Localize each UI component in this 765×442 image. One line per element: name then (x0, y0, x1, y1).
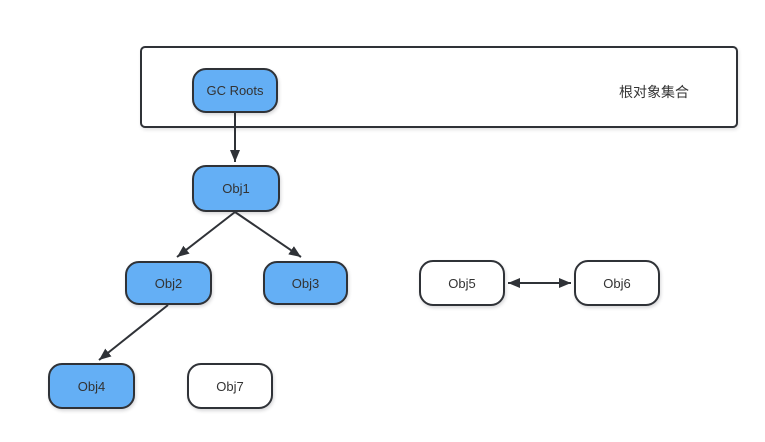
edge-obj1-to-obj3-arrow (234, 211, 302, 258)
node-obj6-label: Obj6 (603, 275, 631, 291)
node-obj5-label: Obj5 (448, 275, 476, 291)
node-gc-roots: GC Roots (192, 68, 278, 113)
node-obj7: Obj7 (187, 363, 273, 409)
node-obj3: Obj3 (263, 261, 348, 305)
node-obj5: Obj5 (419, 260, 505, 306)
edge-obj2-to-obj4-arrow (98, 304, 169, 361)
node-obj2-label: Obj2 (154, 275, 183, 291)
node-gc-roots-label: GC Roots (206, 83, 264, 98)
node-obj3-label: Obj3 (291, 275, 320, 291)
node-obj4: Obj4 (48, 363, 135, 409)
node-obj7-label: Obj7 (216, 378, 244, 394)
node-obj1: Obj1 (192, 165, 280, 212)
node-obj6: Obj6 (574, 260, 660, 306)
node-obj2: Obj2 (125, 261, 212, 305)
root-set-label: 根对象集合 (619, 84, 689, 100)
edge-obj1-to-obj2-arrow (176, 211, 236, 258)
node-obj1-label: Obj1 (222, 181, 250, 196)
node-obj4-label: Obj4 (77, 378, 106, 394)
